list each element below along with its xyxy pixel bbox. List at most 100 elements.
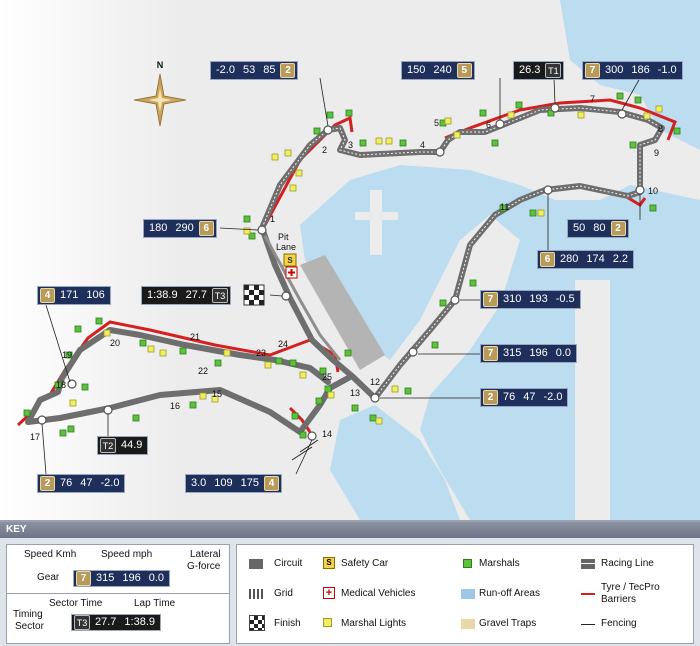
- turn-10-label: 10: [648, 186, 658, 196]
- key-safety-car: Safety Car: [341, 558, 389, 569]
- legend-timing-box: T3 27.7 1:38.9: [71, 614, 162, 631]
- marshal-lights: [69, 105, 663, 425]
- key-gravel: Gravel Traps: [479, 618, 537, 629]
- key-racing-line: Racing Line: [601, 558, 654, 569]
- speed-mph: 193: [529, 293, 548, 305]
- sector-time: 26.3: [519, 64, 541, 76]
- data-box-turn-11: 6 280 174 2.2: [537, 250, 635, 269]
- legend-lateral-2: G-force: [187, 561, 221, 572]
- marshal-light-icon: [323, 618, 332, 627]
- gear-badge: 6: [198, 221, 214, 236]
- speed-kmh: 315: [503, 347, 522, 359]
- legend-sector-time: Sector Time: [49, 598, 103, 609]
- speed-mph: 80: [593, 222, 606, 234]
- gravel-swatch: [461, 619, 475, 629]
- pier-2: [355, 212, 398, 220]
- legend-gear-badge: 7: [76, 571, 91, 586]
- speed-kmh: 310: [503, 293, 522, 305]
- turn-20-label: 20: [110, 338, 120, 348]
- data-box-turn-5: 150 240 5: [401, 61, 475, 80]
- timing-box-t2: T2 44.9: [97, 436, 149, 455]
- turn-11-label: 11: [500, 202, 509, 212]
- speed-kmh: 150: [407, 64, 426, 76]
- pit-lane: [263, 235, 342, 361]
- legend-mph-value: 196: [122, 572, 141, 584]
- turn-5-label: 5: [434, 118, 439, 128]
- key-title: KEY: [0, 522, 700, 538]
- turn-15-label: 15: [212, 389, 222, 399]
- lateral-g: -2.0: [543, 391, 563, 403]
- gear-badge: 7: [585, 63, 600, 78]
- turn-14-label: 14: [322, 429, 332, 439]
- callout-lines: [41, 77, 641, 475]
- data-box-turn-12: 2 76 47 -2.0: [480, 388, 569, 407]
- legend-timing-2: Sector: [15, 621, 44, 632]
- speed-mph: 109: [214, 477, 233, 489]
- lateral-g: -2.0: [100, 477, 120, 489]
- speed-mph: 47: [80, 477, 93, 489]
- speed-kmh: 76: [503, 391, 516, 403]
- circuit-map: S 1 2 3 4 5 6 7 8 9 10 11 12 13 14 15 16…: [0, 0, 700, 520]
- gear-badge: 7: [483, 346, 498, 361]
- barrier-swatch: [581, 593, 595, 595]
- finish-flag-icon: [243, 284, 265, 306]
- grid-swatch: [249, 589, 263, 599]
- medical-cross-icon: [288, 269, 295, 276]
- legend-lateral-1: Lateral: [190, 549, 221, 560]
- speed-mph: 186: [631, 64, 650, 76]
- data-box-turn-14: 3.0 109 175 4: [185, 474, 283, 493]
- key-medical: Medical Vehicles: [341, 588, 416, 599]
- pit-lane-label-1: Pit: [278, 232, 289, 242]
- legend-speed-mph: Speed mph: [101, 549, 153, 560]
- key-circuit: Circuit: [274, 558, 303, 569]
- turn-13-label: 13: [350, 388, 360, 398]
- key-marshal-lights: Marshal Lights: [341, 618, 407, 629]
- lap-time: 1:38.9: [147, 289, 178, 301]
- data-box-turn-19: 4 171 106: [37, 286, 111, 305]
- turn-17-label: 17: [30, 432, 40, 442]
- data-box-turn-17: 2 76 47 -2.0: [37, 474, 126, 493]
- speed-kmh: 280: [560, 253, 579, 265]
- speed-mph: 290: [175, 222, 194, 234]
- turn-21-label: 21: [190, 332, 200, 342]
- turn-2-label: 2: [322, 145, 327, 155]
- sector-badge: T1: [545, 63, 562, 78]
- gear-badge: 7: [483, 292, 498, 307]
- turn-24-label: 24: [278, 339, 288, 349]
- safety-car-letter: S: [287, 256, 293, 265]
- key-fencing: Fencing: [601, 618, 637, 629]
- water-left-basin: [330, 405, 460, 520]
- speed-mph: 106: [86, 289, 105, 301]
- legend-sample-box: 7 315 196 0.0: [73, 570, 171, 587]
- map-key: KEY Speed Kmh Speed mph Lateral G-force …: [0, 520, 700, 646]
- speed-kmh: 180: [149, 222, 168, 234]
- turn-19-label: 19: [62, 350, 72, 360]
- gear-badge: 2: [280, 63, 296, 78]
- lateral-g: 2.2: [612, 253, 629, 265]
- key-grid: Grid: [274, 588, 293, 599]
- pit-building: [300, 255, 385, 370]
- speed-mph: 196: [529, 347, 548, 359]
- safety-car-marker: [283, 253, 297, 267]
- gear-badge: 2: [40, 476, 55, 491]
- legend-timing-1: Timing: [13, 609, 43, 620]
- legend-kmh-value: 315: [96, 572, 115, 584]
- data-box-turn-10: 50 80 2: [567, 219, 629, 238]
- data-box-back-straight-2: 7 315 196 0.0: [480, 344, 578, 363]
- legend-g-value: 0.0: [148, 572, 165, 584]
- speed-kmh: 85: [263, 64, 276, 76]
- marshal-icon: [463, 559, 472, 568]
- turn-23-label: 23: [256, 348, 266, 358]
- turn-1-label: 1: [270, 214, 275, 224]
- compass-icon: N: [133, 60, 187, 127]
- finish-swatch-icon: [249, 615, 265, 631]
- compass-north-label: N: [157, 60, 164, 70]
- timing-box-finish: 1:38.9 27.7 T3: [141, 286, 232, 305]
- legend-divider: [7, 593, 229, 594]
- marshal-posts: [23, 92, 681, 439]
- turn-16-label: 16: [170, 401, 180, 411]
- circuit-swatch: [249, 559, 263, 569]
- pier: [370, 190, 382, 255]
- key-tyre-1: Tyre / TecPro: [601, 582, 660, 593]
- safety-car-icon: S: [323, 557, 335, 569]
